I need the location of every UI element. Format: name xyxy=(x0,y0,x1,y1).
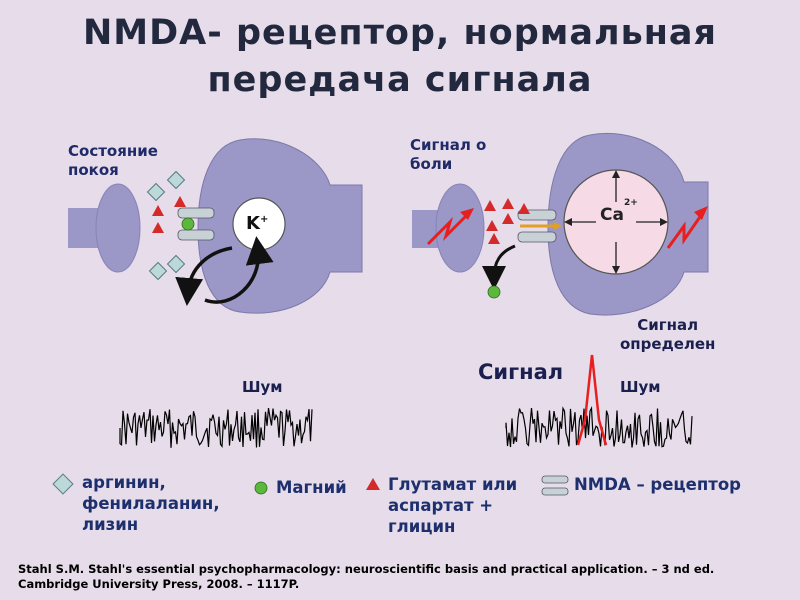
potassium-label: K+ xyxy=(246,213,269,234)
legend-glutamate-icon xyxy=(366,478,380,490)
legend-amino-acids: аргинин, фенилаланин, лизин xyxy=(82,473,220,534)
legend-magnesium-icon xyxy=(254,481,268,495)
pain-signal-label: Сигнал о боли xyxy=(410,136,487,173)
left-amino-acid-molecules xyxy=(146,170,186,281)
right-presynaptic-terminal xyxy=(412,183,485,273)
legend-receptor: NMDA – рецептор xyxy=(574,475,741,494)
magnesium-exit-arrow xyxy=(482,244,516,290)
released-magnesium xyxy=(487,285,501,299)
legend-magnesium: Магний xyxy=(276,478,347,497)
right-noise-trace xyxy=(505,405,693,448)
signal-detected-label: Сигнал определен xyxy=(620,316,716,353)
calcium-sphere-axes xyxy=(568,174,664,270)
left-curved-arrow-up xyxy=(204,236,274,304)
left-presynaptic-terminal xyxy=(68,183,141,273)
magnesium-block xyxy=(181,217,195,231)
left-nmda-receptor xyxy=(177,207,215,241)
left-noise-label: Шум xyxy=(242,378,283,396)
signal-spike xyxy=(576,354,608,446)
rest-state-label: Состояние покоя xyxy=(68,142,158,179)
title-line-2: передача сигнала xyxy=(207,60,593,100)
legend-receptor-icon xyxy=(541,475,569,496)
title-line-1: NMDA- рецептор, нормальная xyxy=(82,13,718,53)
pain-signal-bolt-right xyxy=(666,206,708,249)
right-noise-label: Шум xyxy=(620,378,661,396)
legend-amino-acid-icon xyxy=(52,473,74,495)
right-glutamate-molecules xyxy=(484,198,530,244)
legend-glutamate: Глутамат или аспартат + глицин xyxy=(388,475,518,536)
left-curved-arrow-down xyxy=(175,246,233,306)
page-title: NMDA- рецептор, нормальная передача сигн… xyxy=(0,10,800,104)
pain-signal-bolt-left xyxy=(426,208,474,246)
citation: Stahl S.M. Stahl's essential psychopharm… xyxy=(18,562,715,591)
calcium-label: Ca2+ xyxy=(600,198,638,225)
left-noise-trace xyxy=(119,408,313,448)
left-glutamate-molecules xyxy=(152,196,186,233)
right-nmda-receptor xyxy=(517,209,562,243)
signal-label: Сигнал xyxy=(478,360,564,384)
